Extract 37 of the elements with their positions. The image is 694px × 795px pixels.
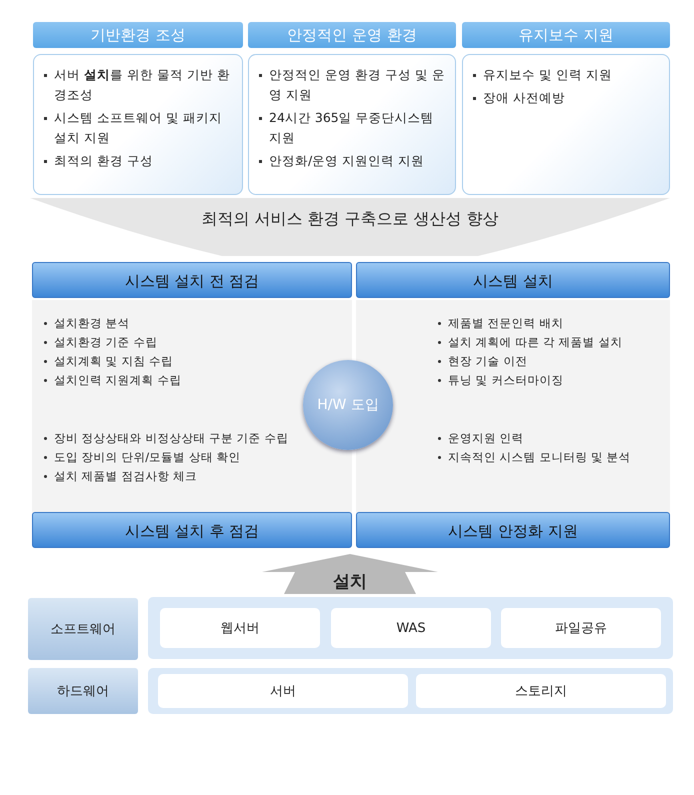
bullet-item: 설치환경 분석	[42, 314, 342, 333]
bullet-item: 안정화/운영 지원인력 지원	[257, 151, 449, 171]
bullet-item: 튜닝 및 커스터마이징	[436, 371, 660, 390]
bullet-item: 시스템 소프트웨어 및 패키지 설치 지원	[42, 108, 236, 148]
circle-label: H/W 도입	[317, 396, 379, 414]
column-header: 안정적인 운영 환경	[248, 22, 456, 48]
bullet-item: 최적의 환경 구성	[42, 151, 236, 171]
layer-panel	[148, 668, 673, 714]
section-header: 시스템 안정화 지원	[356, 512, 670, 548]
layer-label: 소프트웨어	[28, 598, 138, 660]
bullet-item: 설치 계획에 따른 각 제품별 설치	[436, 333, 660, 352]
bullet-item: 24시간 365일 무중단시스템 지원	[257, 108, 449, 148]
column-header: 유지보수 지원	[462, 22, 670, 48]
bullet-item: 안정적인 운영 환경 구성 및 운영 지원	[257, 65, 449, 105]
component-box: 웹서버	[160, 608, 320, 648]
bullet-item: 서버 설치를 위한 물적 기반 환경조성	[42, 65, 236, 105]
component-box: WAS	[331, 608, 491, 648]
section-header: 시스템 설치 전 점검	[32, 262, 352, 298]
arrow-label: 설치	[333, 570, 367, 592]
bullet-item: 현장 기술 이전	[436, 352, 660, 371]
component-box: 스토리지	[416, 674, 666, 708]
bullet-item: 제품별 전문인력 배치	[436, 314, 660, 333]
bullet-item: 지속적인 시스템 모니터링 및 분석	[436, 448, 660, 467]
layer-label: 하드웨어	[28, 668, 138, 714]
bullet-item: 장애 사전예방	[471, 88, 663, 108]
component-box: 파일공유	[501, 608, 661, 648]
layer-panel	[148, 597, 673, 659]
bullet-item: 운영지원 인력	[436, 429, 660, 448]
bullet-item: 설치 제품별 점검사항 체크	[42, 467, 342, 486]
bullet-item: 유지보수 및 인력 지원	[471, 65, 663, 85]
component-box: 서버	[158, 674, 408, 708]
section-header: 시스템 설치 후 점검	[32, 512, 352, 548]
bullet-item: 설치환경 기준 수립	[42, 333, 342, 352]
column-header: 기반환경 조성	[33, 22, 243, 48]
bullet-item: 도입 장비의 단위/모듈별 상태 확인	[42, 448, 342, 467]
banner-text: 최적의 서비스 환경 구축으로 생산성 향상	[201, 208, 499, 230]
section-header: 시스템 설치	[356, 262, 670, 298]
